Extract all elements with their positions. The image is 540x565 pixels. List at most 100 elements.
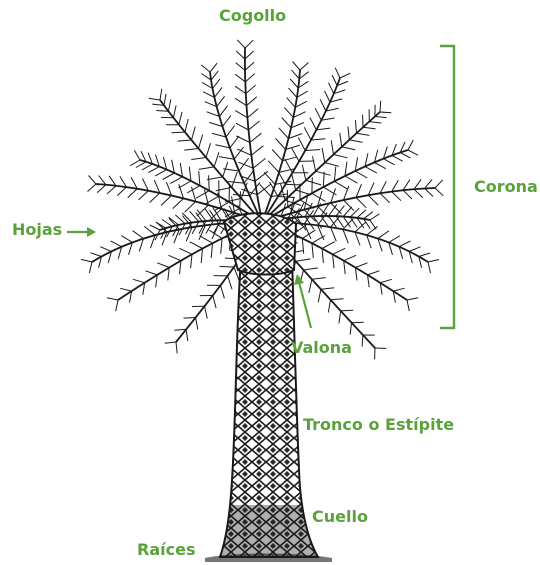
frond-leaflet bbox=[246, 85, 256, 94]
frond-leaflet bbox=[160, 89, 162, 100]
frond-leaflet bbox=[343, 229, 348, 243]
label-hojas: Hojas bbox=[12, 221, 62, 239]
frond-leaflet bbox=[249, 121, 260, 130]
frond-leaflet bbox=[335, 68, 340, 78]
frond-leaflet bbox=[228, 182, 244, 184]
frond-leaflet bbox=[185, 119, 188, 132]
frond-leaflet bbox=[329, 83, 334, 94]
frond-leaflet bbox=[364, 212, 373, 219]
frond-leaflet bbox=[331, 299, 344, 300]
frond-leaflet bbox=[356, 184, 362, 197]
frond-leaflet bbox=[134, 150, 140, 160]
frond-leaflet bbox=[214, 152, 219, 167]
frond-leaflet bbox=[186, 227, 192, 241]
frond-leaflet bbox=[380, 101, 381, 112]
frond-leaflet bbox=[107, 298, 118, 300]
frond-leaflet bbox=[88, 184, 97, 192]
frond-leaflet bbox=[408, 150, 418, 155]
frond-leaflet bbox=[236, 51, 245, 59]
label-tronco: Tronco o Estípite bbox=[303, 416, 454, 434]
corona-bracket bbox=[440, 46, 454, 328]
frond-leaflet bbox=[305, 150, 320, 151]
frond-leaflet bbox=[331, 188, 336, 203]
frond-leaflet bbox=[236, 123, 249, 130]
frond-leaflet bbox=[199, 135, 203, 149]
frond-leaflet bbox=[179, 112, 182, 125]
frond-leaflet bbox=[340, 73, 350, 78]
frond-leaflet bbox=[148, 167, 159, 173]
frond-leaflet bbox=[357, 133, 370, 135]
frond-leaflet bbox=[250, 133, 262, 142]
frond-leaflet bbox=[403, 190, 412, 199]
frond-leaflet bbox=[170, 177, 182, 184]
frond-leaflet bbox=[156, 222, 166, 228]
hojas-arrow bbox=[67, 227, 96, 237]
frond-leaflet bbox=[200, 236, 213, 244]
frond-leaflet bbox=[191, 158, 206, 160]
frond-leaflet bbox=[206, 143, 211, 157]
frond-leaflet bbox=[357, 210, 366, 218]
frond-leaflet bbox=[150, 193, 160, 203]
frond-rib bbox=[262, 70, 300, 222]
frond-leaflet bbox=[350, 323, 351, 335]
frond-leaflet bbox=[409, 247, 420, 252]
frond-leaflet bbox=[190, 242, 203, 249]
frond-leaflet bbox=[339, 311, 341, 324]
frond-leaflet bbox=[392, 180, 399, 191]
frond-leaflet bbox=[184, 149, 198, 151]
frond-leaflet bbox=[312, 193, 326, 201]
frond-leaflet bbox=[329, 205, 337, 216]
frond-leaflet bbox=[276, 139, 286, 150]
frond-leaflet bbox=[289, 134, 303, 139]
frond-leaflet bbox=[322, 249, 323, 263]
frond-leaflet bbox=[205, 306, 208, 318]
frond-leaflet bbox=[176, 342, 177, 353]
frond-leaflet bbox=[180, 261, 181, 274]
frond-leaflet bbox=[154, 180, 160, 193]
frond-leaflet bbox=[355, 157, 357, 171]
frond-leaflet bbox=[220, 267, 234, 268]
frond-leaflet bbox=[149, 98, 160, 100]
frond-leaflet bbox=[312, 278, 326, 280]
frond-leaflet bbox=[192, 127, 196, 140]
frond-leaflet bbox=[235, 86, 246, 93]
frond-leaflet bbox=[175, 215, 185, 224]
frond-leaflet bbox=[278, 197, 295, 198]
frond-leaflet bbox=[336, 206, 344, 217]
frond-leaflet bbox=[380, 279, 392, 282]
frond-leaflet bbox=[355, 268, 357, 281]
frond-leaflet bbox=[107, 186, 116, 194]
frond-leaflet bbox=[302, 238, 303, 253]
frond-leaflet bbox=[425, 188, 434, 196]
frond-leaflet bbox=[300, 63, 309, 71]
frond-leaflet bbox=[334, 155, 348, 158]
frond-leaflet bbox=[334, 181, 347, 189]
frond-leaflet bbox=[157, 263, 169, 268]
frond-leaflet bbox=[348, 126, 349, 139]
frond-leaflet bbox=[150, 225, 160, 230]
frond-leaflet bbox=[165, 342, 176, 343]
frond-leaflet bbox=[207, 177, 223, 180]
frond-leaflet bbox=[285, 184, 301, 185]
frond-leaflet bbox=[408, 140, 413, 150]
frond-leaflet bbox=[298, 137, 305, 150]
frond-leaflet bbox=[221, 285, 225, 298]
frond-leaflet bbox=[325, 163, 339, 167]
frond-leaflet bbox=[178, 140, 192, 141]
frond-leaflet bbox=[368, 195, 378, 205]
frond-leaflet bbox=[312, 243, 313, 258]
frond-leaflet bbox=[425, 179, 433, 188]
frond-leaflet bbox=[81, 259, 92, 262]
frond-leaflet bbox=[318, 289, 321, 302]
frond-leaflet bbox=[219, 106, 227, 117]
frond-leaflet bbox=[383, 159, 394, 165]
frond-leaflet bbox=[156, 111, 168, 112]
frond-leaflet bbox=[343, 207, 352, 217]
frond-leaflet bbox=[180, 163, 182, 177]
label-cogollo: Cogollo bbox=[219, 7, 286, 25]
frond-leaflet bbox=[184, 318, 196, 319]
frond-leaflet bbox=[223, 115, 231, 126]
frond-leaflet bbox=[344, 261, 346, 274]
frond-leaflet bbox=[201, 65, 210, 72]
label-raices: Raíces bbox=[137, 541, 195, 559]
